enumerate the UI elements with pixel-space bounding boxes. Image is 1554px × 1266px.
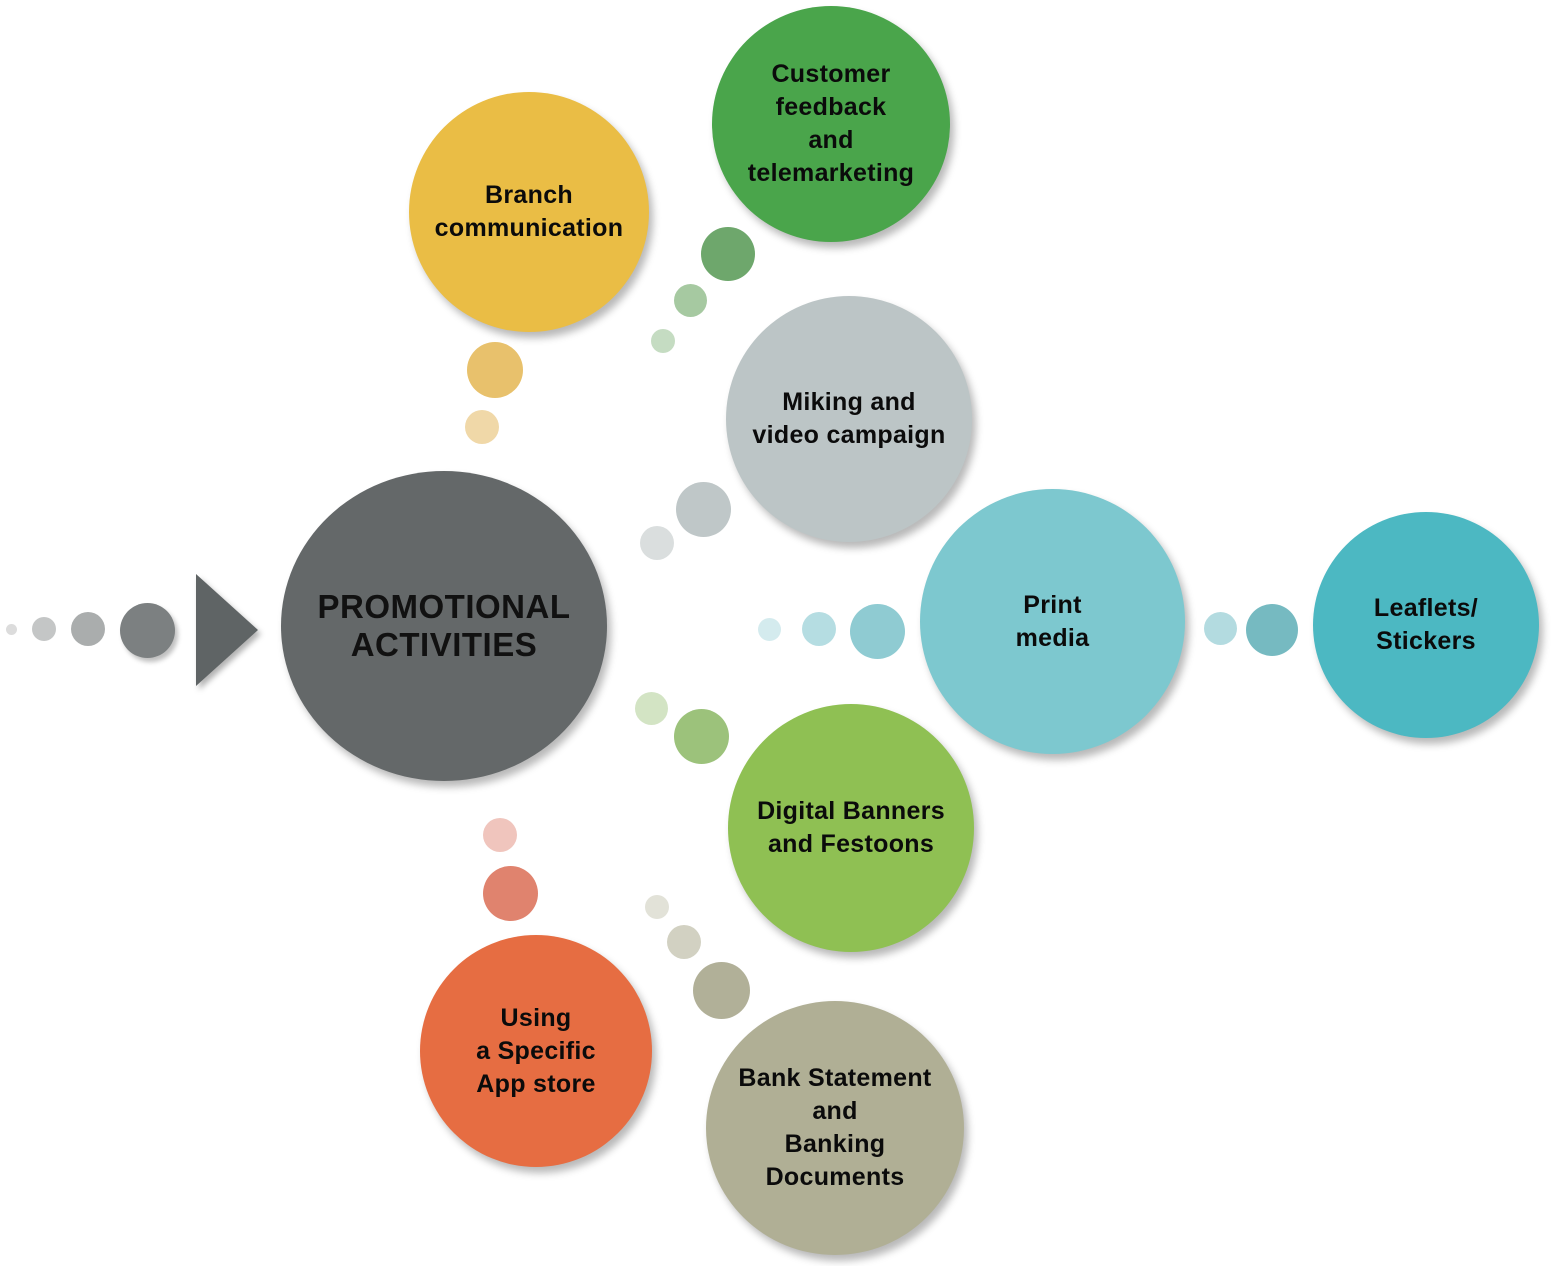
node-label: Print media bbox=[1015, 590, 1090, 652]
connector-dot bbox=[467, 342, 523, 398]
node-label: Customer feedback and telemarketing bbox=[747, 60, 915, 187]
connector-dot bbox=[701, 227, 755, 281]
connector-dot bbox=[71, 612, 105, 646]
connector-dot bbox=[645, 895, 669, 919]
node-label: Leaflets/ Stickers bbox=[1373, 594, 1479, 655]
connector-dot bbox=[635, 692, 668, 725]
node-customer-feedback: Customer feedback and telemarketing bbox=[712, 6, 950, 242]
connector-dot bbox=[667, 925, 701, 959]
connector-dot bbox=[6, 624, 17, 635]
center-node: PROMOTIONAL ACTIVITIES bbox=[281, 471, 607, 781]
connector-dot bbox=[120, 603, 175, 658]
connector-dot bbox=[850, 604, 905, 659]
node-label: Miking and video campaign bbox=[752, 388, 946, 449]
connector-dot bbox=[674, 284, 707, 317]
node-miking-video: Miking and video campaign bbox=[726, 296, 972, 542]
center-label: PROMOTIONAL ACTIVITIES bbox=[317, 588, 571, 663]
connector-dot bbox=[676, 482, 731, 537]
connector-dot bbox=[1246, 604, 1298, 656]
connector-dot bbox=[758, 618, 781, 641]
node-branch-communication: Branch communication bbox=[409, 92, 649, 332]
connector-dot bbox=[802, 612, 836, 646]
node-digital-banners: Digital Banners and Festoons bbox=[728, 704, 974, 952]
node-bank-statement: Bank Statement and Banking Documents bbox=[706, 1001, 964, 1255]
node-label: Digital Banners and Festoons bbox=[757, 797, 945, 858]
connector-dot bbox=[483, 866, 538, 921]
node-label: Branch communication bbox=[434, 181, 624, 242]
arrow-right-icon bbox=[196, 574, 258, 686]
node-label: Using a Specific App store bbox=[476, 1003, 596, 1098]
connector-dot bbox=[483, 818, 517, 852]
connector-dot bbox=[674, 709, 729, 764]
connector-dot bbox=[32, 617, 56, 641]
connector-dot bbox=[465, 410, 499, 444]
connector-dot bbox=[640, 526, 674, 560]
connector-dot bbox=[651, 329, 675, 353]
node-print-media: Print media bbox=[920, 489, 1185, 754]
node-leaflets-stickers: Leaflets/ Stickers bbox=[1313, 512, 1539, 738]
node-app-store: Using a Specific App store bbox=[420, 935, 652, 1167]
node-label: Bank Statement and Banking Documents bbox=[738, 1064, 932, 1191]
connector-dot bbox=[1204, 612, 1237, 645]
connector-dot bbox=[693, 962, 750, 1019]
